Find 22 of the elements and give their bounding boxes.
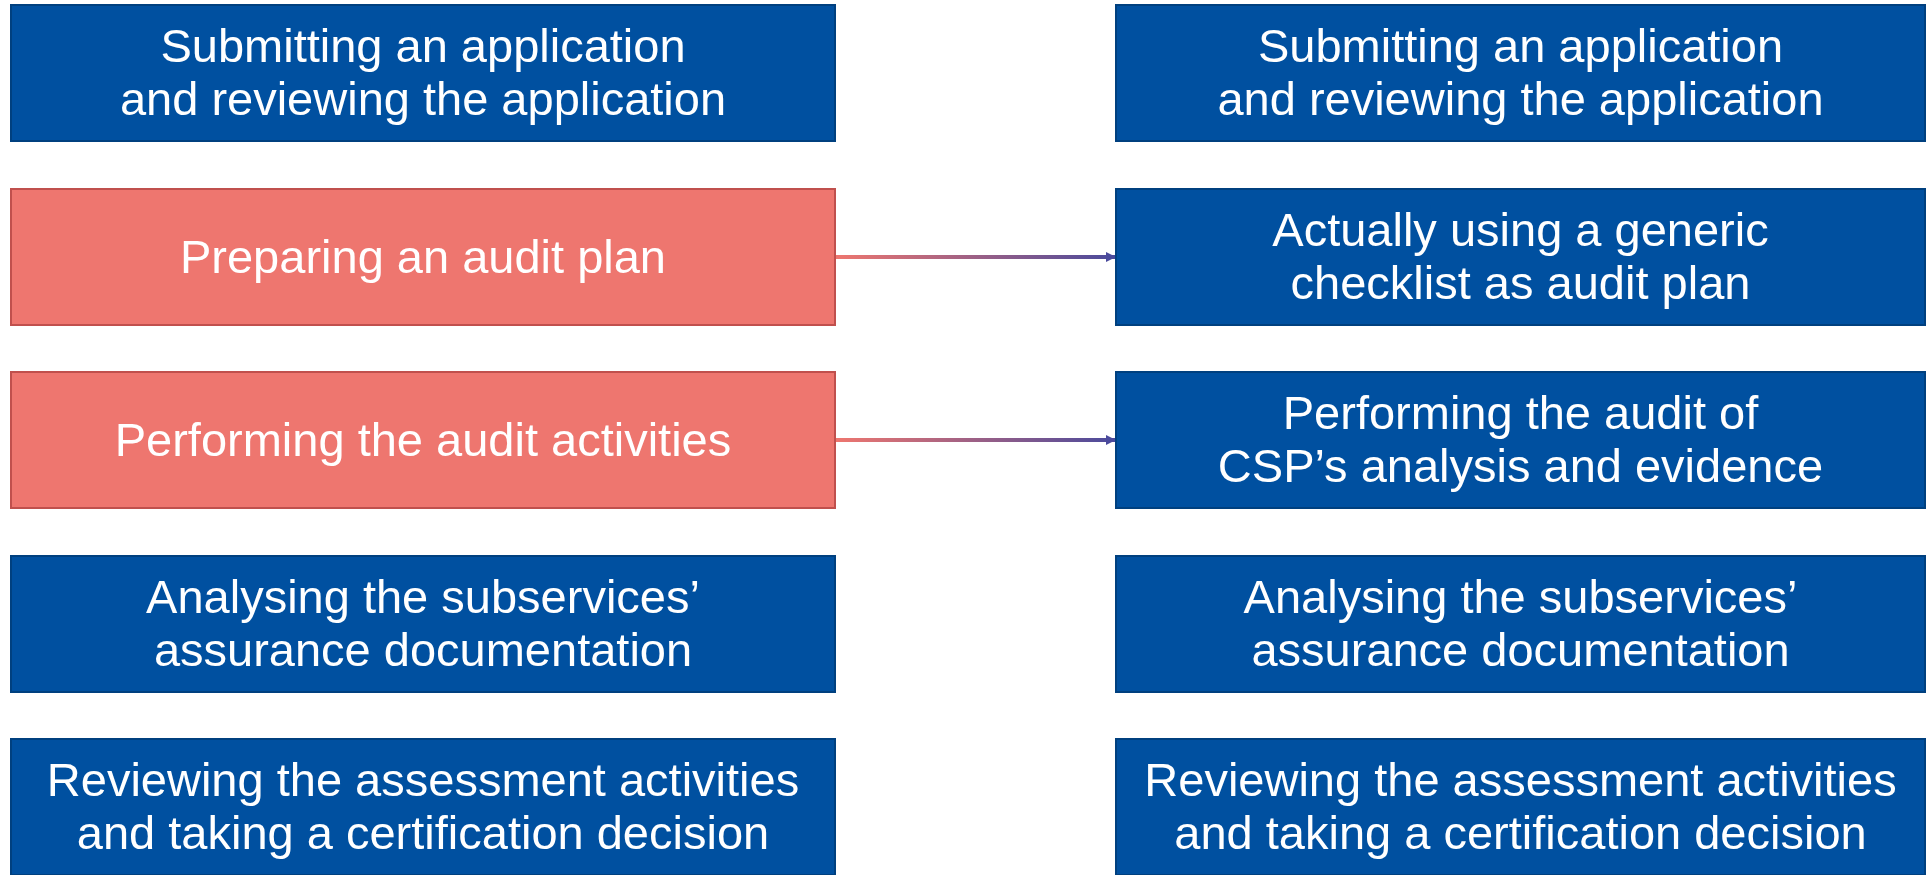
step-text: Performing the audit activities (113, 413, 733, 467)
step-box (1115, 188, 1926, 326)
step-box (1115, 4, 1926, 142)
step-text: Preparing an audit plan (179, 230, 667, 284)
step-text: Reviewing the assessment activities and taking a certification decision (45, 754, 801, 860)
step-box (1115, 738, 1926, 875)
highlighted-step-box (10, 371, 836, 509)
step-text: Actually using a generic checklist as audit plan (1271, 204, 1770, 310)
step-box (10, 4, 836, 142)
step-text: Performing the audit of CSP’s analysis and evidence (1216, 387, 1825, 493)
arrow (836, 435, 1116, 445)
step-box (1115, 371, 1926, 509)
step-text: Submitting an application and reviewing the application (118, 20, 728, 126)
step-text: Reviewing the assessment activities and taking a certification decision (1143, 754, 1898, 860)
step-text: Analysing the subservices’ assurance documentation (1242, 571, 1799, 677)
step-box (10, 738, 836, 875)
step-box (1115, 555, 1926, 693)
step-text: Analysing the subservices’ assurance documentation (145, 571, 701, 677)
highlighted-step-box (10, 188, 836, 326)
arrow (836, 252, 1116, 262)
step-text: Submitting an application and reviewing the application (1216, 20, 1825, 126)
step-box (10, 555, 836, 693)
